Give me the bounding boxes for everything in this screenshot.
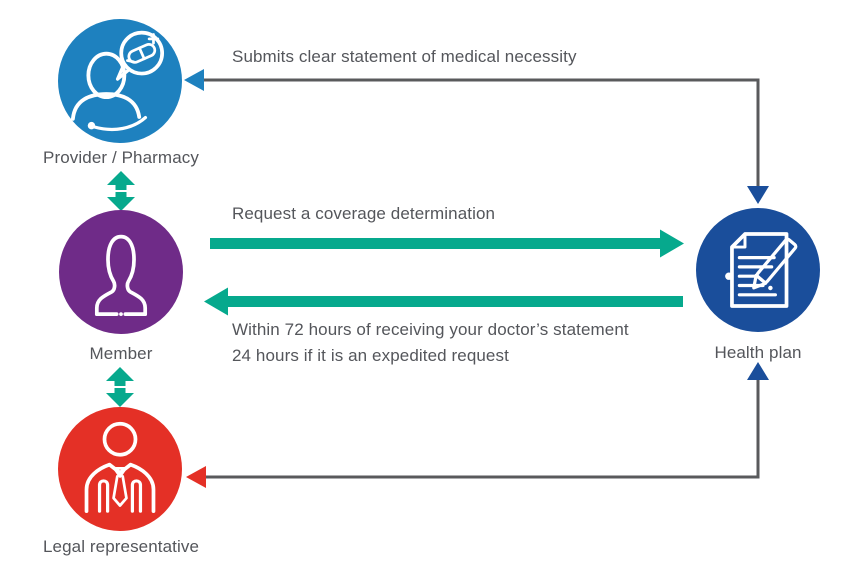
double-arrow-member-legal (106, 367, 134, 407)
speech-bubble-shape (119, 30, 165, 76)
provider-pharmacy-label: Provider / Pharmacy (43, 148, 199, 167)
tie-shape (112, 475, 128, 507)
dash-mark (126, 59, 136, 64)
double-arrow-up-icon (107, 171, 135, 190)
double-arrow-up-icon (106, 367, 134, 386)
arrow-response-to-member (204, 287, 683, 316)
member-label: Member (89, 344, 153, 363)
legal-representative-icon (84, 421, 156, 514)
bullet-dot (725, 272, 733, 280)
headset-boom-shape (92, 115, 148, 131)
node-provider-pharmacy (58, 19, 182, 143)
document-fold-shape (730, 232, 747, 249)
node-member (59, 210, 183, 334)
speech-bubble-tail (115, 64, 130, 81)
annotation-submits-statement: Submits clear statement of medical neces… (232, 47, 577, 66)
bust-base-dot (119, 312, 123, 317)
annotation-response-line1: Within 72 hours of receiving your doctor… (232, 320, 629, 339)
node-legal-representative (58, 407, 182, 531)
document-shape (730, 232, 789, 308)
tie-knot-shape (113, 467, 127, 478)
arrowhead-down-into-health-icon (747, 186, 769, 204)
connector-health-legal (194, 373, 760, 479)
provider-pharmacy-icon (70, 30, 165, 131)
connector-health-provider (192, 78, 760, 200)
arrowhead-into-legal-icon (186, 466, 206, 488)
arrowhead-into-provider-icon (184, 69, 204, 91)
plus-icon (147, 33, 160, 45)
health-plan-label: Health plan (714, 343, 802, 362)
person-head-shape (102, 421, 138, 457)
member-icon (94, 234, 148, 317)
node-health-plan (696, 208, 820, 332)
double-arrow-down-icon (106, 388, 134, 407)
bust-outline-shape (94, 234, 148, 317)
left-arm-shape (97, 479, 110, 513)
double-arrow-provider-member (107, 171, 135, 211)
pill-icon (127, 42, 157, 64)
pen-icon (752, 237, 798, 290)
legal-representative-label: Legal representative (42, 537, 200, 556)
double-arrow-down-icon (107, 192, 135, 211)
arrowhead-up-into-health-icon (747, 362, 769, 380)
headset-mic-dot (87, 121, 96, 130)
health-plan-icon (725, 232, 798, 308)
person-shoulders-shape (70, 92, 142, 121)
annotation-response-time: Within 72 hours of receiving your doctor… (232, 317, 629, 368)
pen-tip-dot (768, 285, 773, 291)
suit-torso-shape (84, 462, 156, 514)
right-arm-shape (130, 479, 143, 513)
arrow-request-coverage (210, 229, 684, 258)
annotation-response-line2: 24 hours if it is an expedited request (232, 345, 509, 365)
annotation-request-determination: Request a coverage determination (232, 204, 496, 223)
